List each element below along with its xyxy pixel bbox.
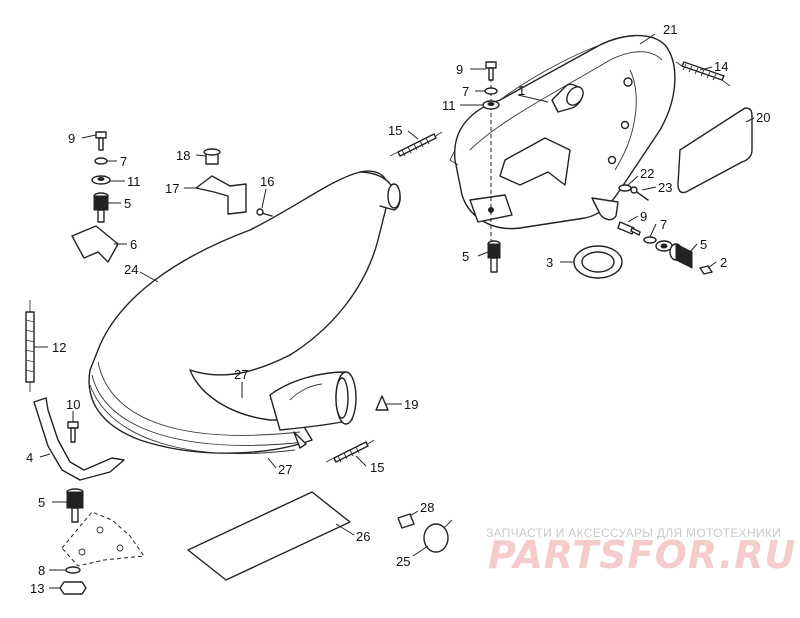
bolt-9-top bbox=[485, 61, 497, 81]
clamp-25 bbox=[423, 519, 453, 553]
callout-8: 8 bbox=[38, 563, 45, 578]
washer-7-top bbox=[484, 87, 498, 95]
callout-25: 25 bbox=[396, 554, 410, 569]
callout-7: 7 bbox=[120, 154, 127, 169]
callout-14: 14 bbox=[714, 59, 728, 74]
rubber-mount-5-left bbox=[93, 192, 109, 223]
callout-12: 12 bbox=[52, 340, 66, 355]
callout-1: 1 bbox=[518, 83, 525, 98]
strap-4 bbox=[33, 397, 125, 481]
bolt-9-right bbox=[617, 221, 641, 236]
callout-9: 9 bbox=[68, 131, 75, 146]
callout-9: 9 bbox=[640, 209, 647, 224]
washer-22 bbox=[618, 184, 632, 192]
callout-5: 5 bbox=[462, 249, 469, 264]
callout-5: 5 bbox=[124, 196, 131, 211]
callout-15: 15 bbox=[388, 123, 402, 138]
watermark-logo: PARTSFOR.RU bbox=[488, 533, 796, 577]
callout-23: 23 bbox=[658, 180, 672, 195]
callout-22: 22 bbox=[640, 166, 654, 181]
spring-15-top bbox=[389, 131, 443, 157]
callout-7: 7 bbox=[462, 84, 469, 99]
rubber-mount-5-right-lower bbox=[487, 240, 501, 273]
washer-8 bbox=[65, 566, 81, 574]
washer-7-left bbox=[94, 157, 108, 165]
callout-5: 5 bbox=[700, 237, 707, 252]
callout-7: 7 bbox=[660, 217, 667, 232]
washer-11-top bbox=[482, 100, 500, 110]
callout-28: 28 bbox=[420, 500, 434, 515]
washer-11-left bbox=[91, 175, 111, 185]
insulation-sheet-26 bbox=[187, 491, 351, 581]
screw-23 bbox=[630, 186, 649, 201]
silencer-assembly bbox=[449, 34, 676, 230]
callout-9: 9 bbox=[456, 62, 463, 77]
nut-13 bbox=[59, 581, 87, 595]
gasket-3 bbox=[573, 245, 623, 279]
callout-2: 2 bbox=[720, 255, 727, 270]
bolt-9-left bbox=[95, 131, 107, 151]
callout-17: 17 bbox=[165, 181, 179, 196]
spring-15-bottom bbox=[325, 439, 375, 463]
callout-labels: 21 9 7 11 1 14 20 15 9 7 18 11 16 17 5 2… bbox=[26, 22, 770, 596]
washer-7-right bbox=[643, 236, 657, 244]
watermark: ЗАПЧАСТИ И АКСЕССУАРЫ ДЛЯ МОТОТЕХНИКИ PA… bbox=[486, 526, 796, 577]
bolt-16 bbox=[256, 208, 273, 217]
callout-21: 21 bbox=[663, 22, 677, 37]
callout-16: 16 bbox=[260, 174, 274, 189]
nut-2 bbox=[699, 265, 713, 275]
callout-26: 26 bbox=[356, 529, 370, 544]
rubber-mount-5-lower bbox=[66, 488, 84, 523]
callout-19: 19 bbox=[404, 397, 418, 412]
callout-18: 18 bbox=[176, 148, 190, 163]
callout-5: 5 bbox=[38, 495, 45, 510]
callout-27: 27 bbox=[278, 462, 292, 477]
bracket-6 bbox=[71, 225, 119, 263]
callout-15: 15 bbox=[370, 460, 384, 475]
callout-4: 4 bbox=[26, 450, 33, 465]
bolt-18 bbox=[203, 148, 221, 165]
clip-28 bbox=[397, 513, 415, 529]
bracket-17 bbox=[195, 175, 247, 215]
callout-20: 20 bbox=[756, 110, 770, 125]
mount-plate-outline bbox=[61, 511, 145, 567]
callout-24: 24 bbox=[124, 262, 138, 277]
leader-lines bbox=[34, 33, 755, 589]
watermark-tagline: ЗАПЧАСТИ И АКСЕССУАРЫ ДЛЯ МОТОТЕХНИКИ bbox=[486, 526, 781, 540]
bolt-10 bbox=[67, 421, 79, 443]
callout-11: 11 bbox=[442, 98, 456, 113]
callout-10: 10 bbox=[66, 397, 80, 412]
heat-shield-20 bbox=[677, 107, 753, 194]
callout-27: 27 bbox=[234, 367, 248, 382]
exhaust-pipe-24 bbox=[88, 170, 401, 454]
spring-12 bbox=[25, 300, 35, 392]
callout-13: 13 bbox=[30, 581, 44, 596]
callout-3: 3 bbox=[546, 255, 553, 270]
callout-11: 11 bbox=[127, 174, 141, 189]
callout-6: 6 bbox=[130, 237, 137, 252]
drop-19 bbox=[375, 395, 389, 411]
spring-14 bbox=[675, 61, 731, 87]
rubber-mount-5-right bbox=[669, 243, 693, 269]
